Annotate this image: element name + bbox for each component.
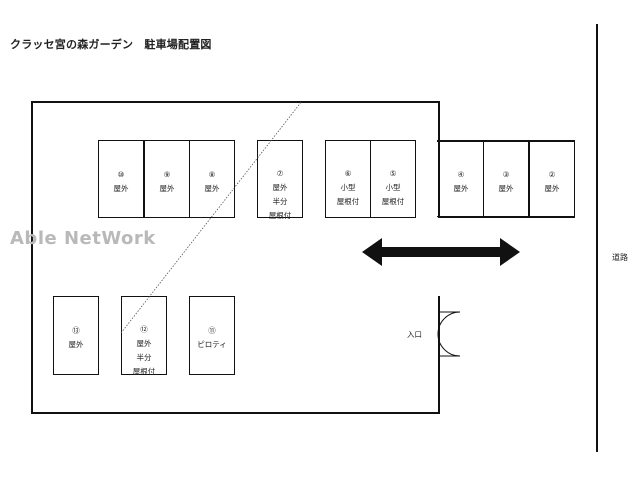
space-number: ⑬ (72, 326, 80, 335)
entrance-label: 入口 (407, 330, 422, 339)
space-label: 屋根付 (268, 211, 292, 220)
space-number: ④ (457, 170, 465, 179)
parking-space: ⑧ 屋外 (189, 140, 235, 218)
space-number: ⑦ (276, 169, 284, 178)
double-arrow-icon (362, 238, 520, 266)
space-label: 小型 (340, 183, 356, 192)
road-label: 道路 (612, 253, 628, 262)
parking-space: ⑩ 屋外 (98, 140, 144, 218)
space-number: ⑫ (140, 325, 148, 334)
space-label: 屋外 (136, 339, 152, 348)
parking-space: ⑦ 屋外半分屋根付 (257, 140, 303, 220)
space-label: ピロティ (197, 340, 227, 349)
road-edge-line (596, 24, 598, 452)
space-label: 半分 (272, 197, 288, 206)
space-label: 屋根付 (381, 197, 405, 206)
space-label: 屋外 (453, 184, 469, 193)
space-label: 屋外 (272, 183, 288, 192)
space-number: ② (548, 170, 556, 179)
space-label: 屋外 (159, 184, 175, 193)
space-label: 屋根付 (132, 367, 156, 376)
parking-space: ⑪ ピロティ (189, 296, 235, 375)
space-label: 半分 (136, 353, 152, 362)
space-label: 小型 (385, 183, 401, 192)
space-number: ⑥ (344, 169, 352, 178)
page-title: クラッセ宮の森ガーデン 駐車場配置図 (10, 38, 212, 51)
space-label: 屋外 (204, 184, 220, 193)
space-label: 屋根付 (336, 197, 360, 206)
space-number: ⑧ (208, 170, 216, 179)
space-number: ⑩ (117, 170, 125, 179)
double-door-icon (437, 311, 461, 357)
space-label: 屋外 (544, 184, 560, 193)
space-label: 屋外 (498, 184, 514, 193)
parking-space: ③ 屋外 (483, 140, 529, 218)
roof-boundary-line (120, 100, 303, 334)
parking-space: ② 屋外 (529, 140, 575, 218)
parking-space: ⑫ 屋外半分屋根付 (121, 296, 167, 376)
space-label: 屋外 (113, 184, 129, 193)
parking-space: ⑤ 小型屋根付 (370, 140, 416, 218)
space-number: ③ (502, 170, 510, 179)
space-number: ⑨ (163, 170, 171, 179)
lot-extension-bottom-edge (437, 216, 575, 217)
space-label: 屋外 (68, 340, 84, 349)
watermark: Able NetWork (10, 228, 156, 249)
parking-space: ⑬ 屋外 (53, 296, 99, 375)
space-number: ⑤ (389, 169, 397, 178)
space-number: ⑪ (208, 326, 216, 335)
lot-extension-top-edge (437, 140, 575, 142)
